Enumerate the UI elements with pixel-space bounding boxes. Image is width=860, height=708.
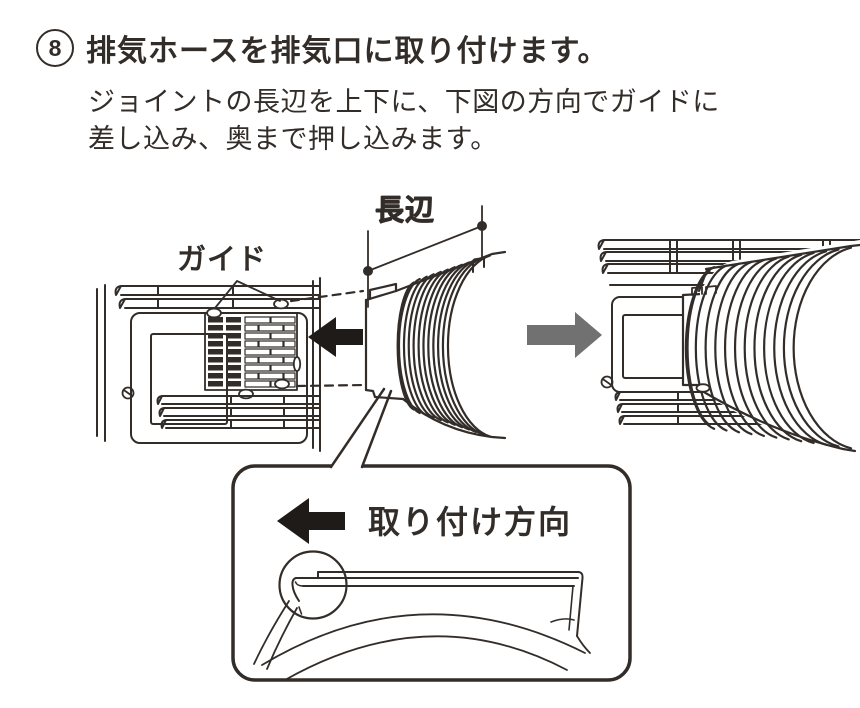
attach-direction-arrow-icon [277, 498, 345, 544]
step-heading: 8 排気ホースを排気口に取り付けます。 [36, 26, 609, 70]
step-title: 排気ホースを排気口に取り付けます。 [86, 35, 609, 68]
hose-joint-attached [681, 240, 860, 455]
instruction-line-2: 差し込み、奥まで押し込みます。 [88, 124, 498, 154]
next-step-arrow-icon [527, 312, 602, 358]
guide-callout: ガイド [177, 243, 281, 309]
guide-label: ガイド [177, 243, 267, 276]
exhaust-grille-dark-slats [208, 317, 241, 387]
unit-rear-before [96, 277, 321, 452]
alignment-dashed-lines [289, 289, 368, 388]
step-number-badge: 8 [36, 29, 74, 67]
instruction-line-1: ジョイントの長辺を上下に、下図の方向でガイドに [88, 87, 720, 117]
long-side-dimension: 長辺 [363, 194, 487, 308]
attach-direction-callout: 取り付け方向 [231, 387, 632, 682]
screw-icon [121, 386, 135, 400]
attach-direction-label: 取り付け方向 [368, 504, 572, 540]
long-side-label: 長辺 [375, 194, 435, 227]
magnifier-circle-icon [278, 550, 348, 620]
insert-direction-arrow-icon [308, 317, 363, 357]
joint-side-view [253, 550, 591, 681]
step-instructions: ジョイントの長辺を上下に、下図の方向でガイドに 差し込み、奥まで押し込みます。 [88, 84, 720, 158]
exhaust-grille-white-slats [244, 316, 296, 388]
hose-joint-detached [364, 250, 507, 440]
